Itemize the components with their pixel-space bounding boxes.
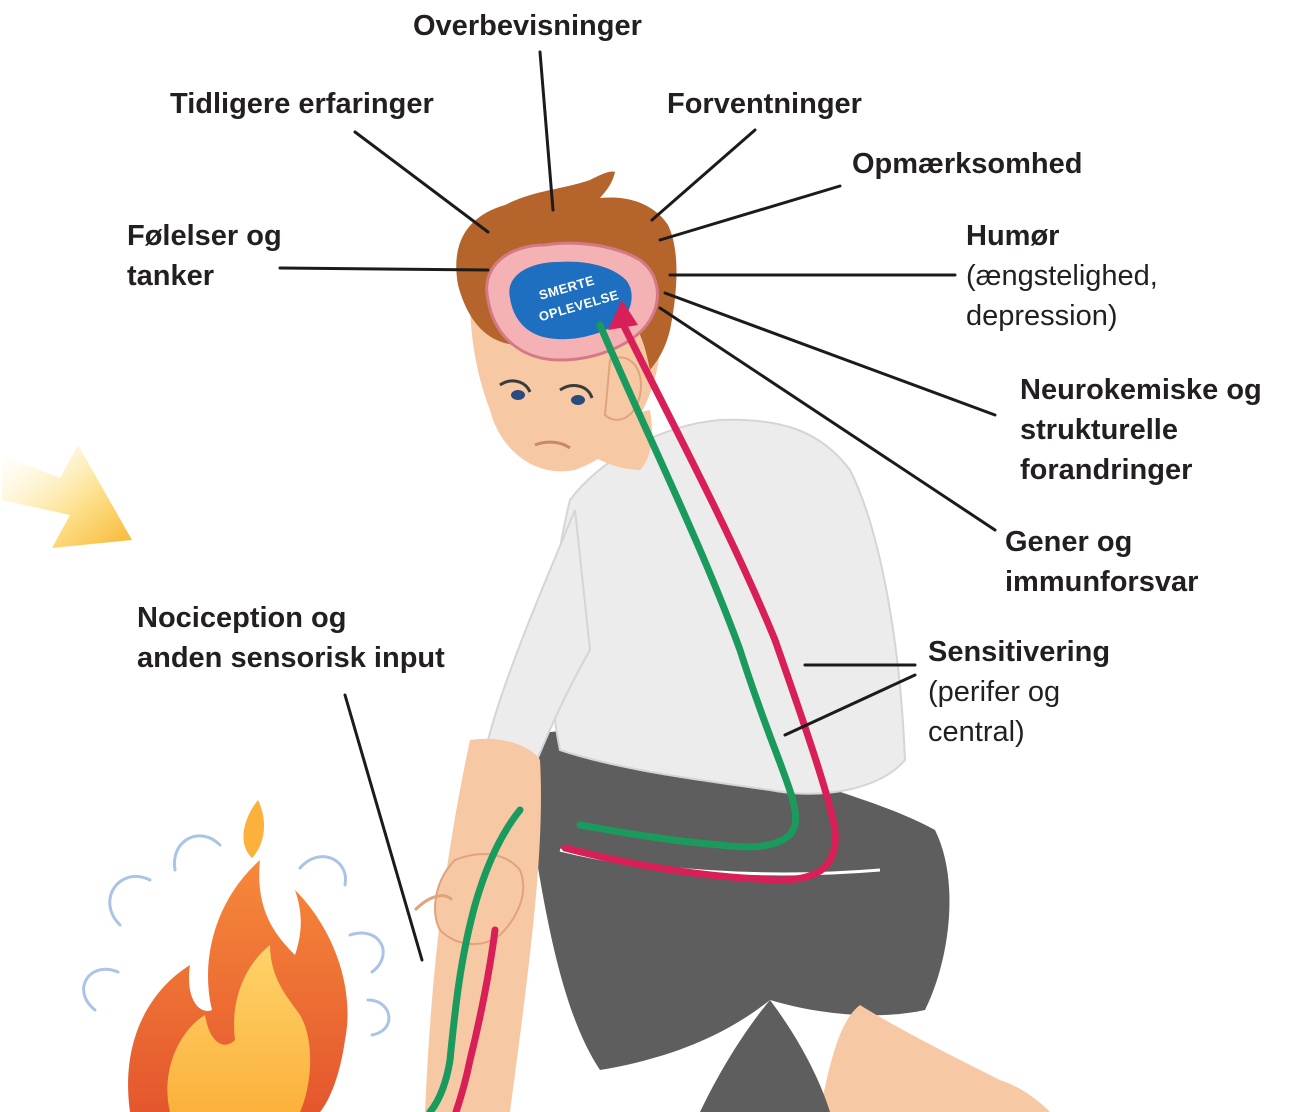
label-forventninger: Forventninger — [667, 84, 862, 124]
label-gener: Gener og immunforsvar — [1005, 522, 1198, 602]
label-sens-title: Sensitivering — [928, 632, 1110, 672]
label-humor-detail-1: (ængstelighed, — [966, 256, 1158, 296]
fire-icon — [84, 800, 389, 1112]
label-humor-title: Humør — [966, 216, 1158, 256]
label-opmaerksomhed-text: Opmærksomhed — [852, 144, 1082, 184]
leader-overbevisninger — [540, 52, 553, 210]
label-tidligere-text: Tidligere erfaringer — [170, 84, 434, 124]
leader-forventninger — [652, 130, 755, 220]
leader-nociception — [345, 695, 422, 960]
label-folelser: Følelser og tanker — [127, 216, 282, 296]
label-overbevisninger-text: Overbevisninger — [413, 6, 642, 46]
leader-folelser — [280, 268, 488, 270]
label-gener-line-2: immunforsvar — [1005, 562, 1198, 602]
label-overbevisninger: Overbevisninger — [413, 6, 642, 46]
label-noci-line-1: Nociception og — [137, 598, 445, 638]
label-humor: Humør (ængstelighed, depression) — [966, 216, 1158, 336]
label-neuro-line-1: Neurokemiske og — [1020, 370, 1262, 410]
label-neurokemiske: Neurokemiske og strukturelle forandringe… — [1020, 370, 1262, 490]
label-opmaerksomhed: Opmærksomhed — [852, 144, 1082, 184]
label-noci-line-2: anden sensorisk input — [137, 638, 445, 678]
label-sensitivering: Sensitivering (perifer og central) — [928, 632, 1110, 752]
label-folelser-line-2: tanker — [127, 256, 282, 296]
sun-arrow-icon — [2, 445, 132, 548]
label-humor-detail-2: depression) — [966, 296, 1158, 336]
label-neuro-line-3: forandringer — [1020, 450, 1262, 490]
label-gener-line-1: Gener og — [1005, 522, 1198, 562]
label-tidligere-erfaringer: Tidligere erfaringer — [170, 84, 434, 124]
label-forventninger-text: Forventninger — [667, 84, 862, 124]
leader-tidligere — [355, 132, 488, 232]
label-folelser-line-1: Følelser og — [127, 216, 282, 256]
leader-opmaerksomhed — [660, 186, 840, 240]
label-nociception: Nociception og anden sensorisk input — [137, 598, 445, 678]
label-neuro-line-2: strukturelle — [1020, 410, 1262, 450]
label-sens-detail-1: (perifer og — [928, 672, 1110, 712]
label-sens-detail-2: central) — [928, 712, 1110, 752]
leader-neuro — [665, 293, 995, 415]
